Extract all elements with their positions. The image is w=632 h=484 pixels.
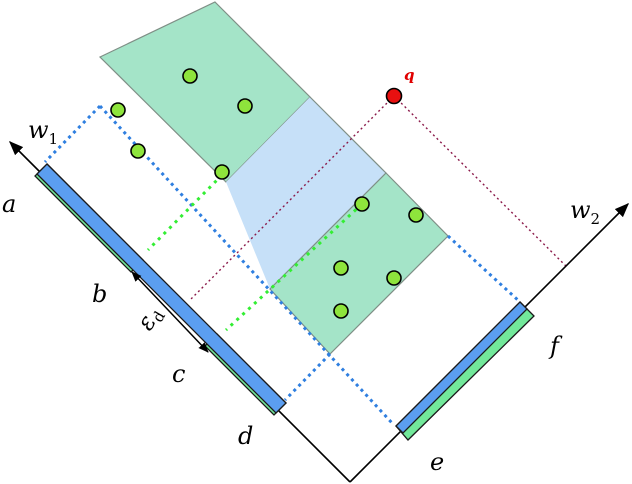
blue-interval-ef — [395, 301, 528, 434]
label-w1: w1 — [28, 116, 58, 148]
data-point — [130, 143, 146, 159]
data-point — [386, 270, 402, 286]
lower-points — [333, 196, 424, 319]
data-point — [354, 196, 370, 212]
data-point — [237, 98, 253, 114]
label-c: c — [172, 360, 185, 388]
label-epsilon-d: εd — [131, 301, 169, 336]
label-w2: w2 — [570, 196, 600, 228]
query-projection-lines — [189, 95, 569, 301]
data-point — [333, 303, 349, 319]
w2-intervals — [395, 301, 535, 441]
data-point — [408, 207, 424, 223]
data-point — [110, 102, 126, 118]
green-dotted-lines — [146, 173, 364, 332]
data-point — [333, 260, 349, 276]
data-point — [182, 68, 198, 84]
blue-band — [226, 97, 386, 289]
epsilon-arrow — [131, 271, 209, 353]
label-b: b — [92, 280, 107, 308]
blue-dotted-lines — [43, 104, 522, 425]
upper-points — [110, 68, 253, 180]
label-d: d — [238, 422, 253, 450]
label-a: a — [2, 190, 16, 218]
label-q: q — [404, 66, 415, 84]
label-e: e — [430, 448, 444, 476]
data-point — [214, 164, 230, 180]
query-point — [385, 87, 403, 105]
label-f: f — [548, 332, 563, 360]
